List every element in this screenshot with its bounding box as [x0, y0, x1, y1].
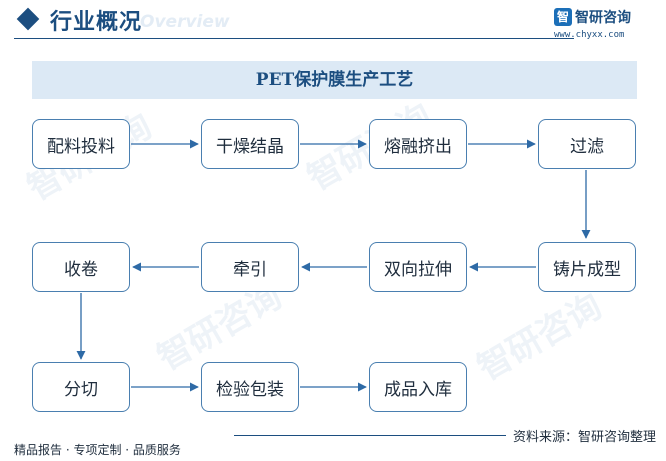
step-label: 过滤 — [570, 136, 604, 157]
footer-source: 资料来源：智研咨询整理 — [512, 430, 656, 445]
step-box: 检验包装 — [201, 362, 299, 412]
logo-name: 智研咨询 — [575, 9, 631, 26]
step-box: 牵引 — [201, 242, 299, 292]
footer-slogan: 精品报告 · 专项定制 · 品质服务 — [14, 443, 181, 457]
step-box: 配料投料 — [32, 119, 130, 169]
step-label: 检验包装 — [216, 379, 284, 400]
logo-url: www.chyxx.com — [554, 29, 625, 40]
step-box: 分切 — [32, 362, 130, 412]
logo-icon: 智 — [554, 7, 572, 26]
page-title: 行业概况 — [50, 10, 143, 35]
footer-divider — [234, 435, 506, 436]
diagram-title: PET保护膜生产工艺 — [32, 61, 637, 99]
step-label: 配料投料 — [47, 136, 115, 157]
step-box: 收卷 — [32, 242, 130, 292]
step-label: 收卷 — [64, 259, 98, 280]
step-label: 干燥结晶 — [216, 136, 284, 157]
step-box: 双向拉伸 — [369, 242, 467, 292]
step-label: 双向拉伸 — [384, 259, 452, 280]
step-box: 过滤 — [538, 119, 636, 169]
brand-logo: 智智研咨询 www.chyxx.com — [554, 6, 654, 40]
step-label: 牵引 — [233, 259, 267, 280]
step-label: 分切 — [64, 379, 98, 400]
step-box: 干燥结晶 — [201, 119, 299, 169]
step-box: 熔融挤出 — [369, 119, 467, 169]
header-watermark: Overview — [140, 12, 230, 32]
step-box: 铸片成型 — [538, 242, 636, 292]
step-label: 铸片成型 — [553, 259, 621, 280]
step-box: 成品入库 — [369, 362, 467, 412]
step-label: 熔融挤出 — [384, 136, 452, 157]
step-label: 成品入库 — [384, 379, 452, 400]
header-divider — [14, 38, 574, 39]
